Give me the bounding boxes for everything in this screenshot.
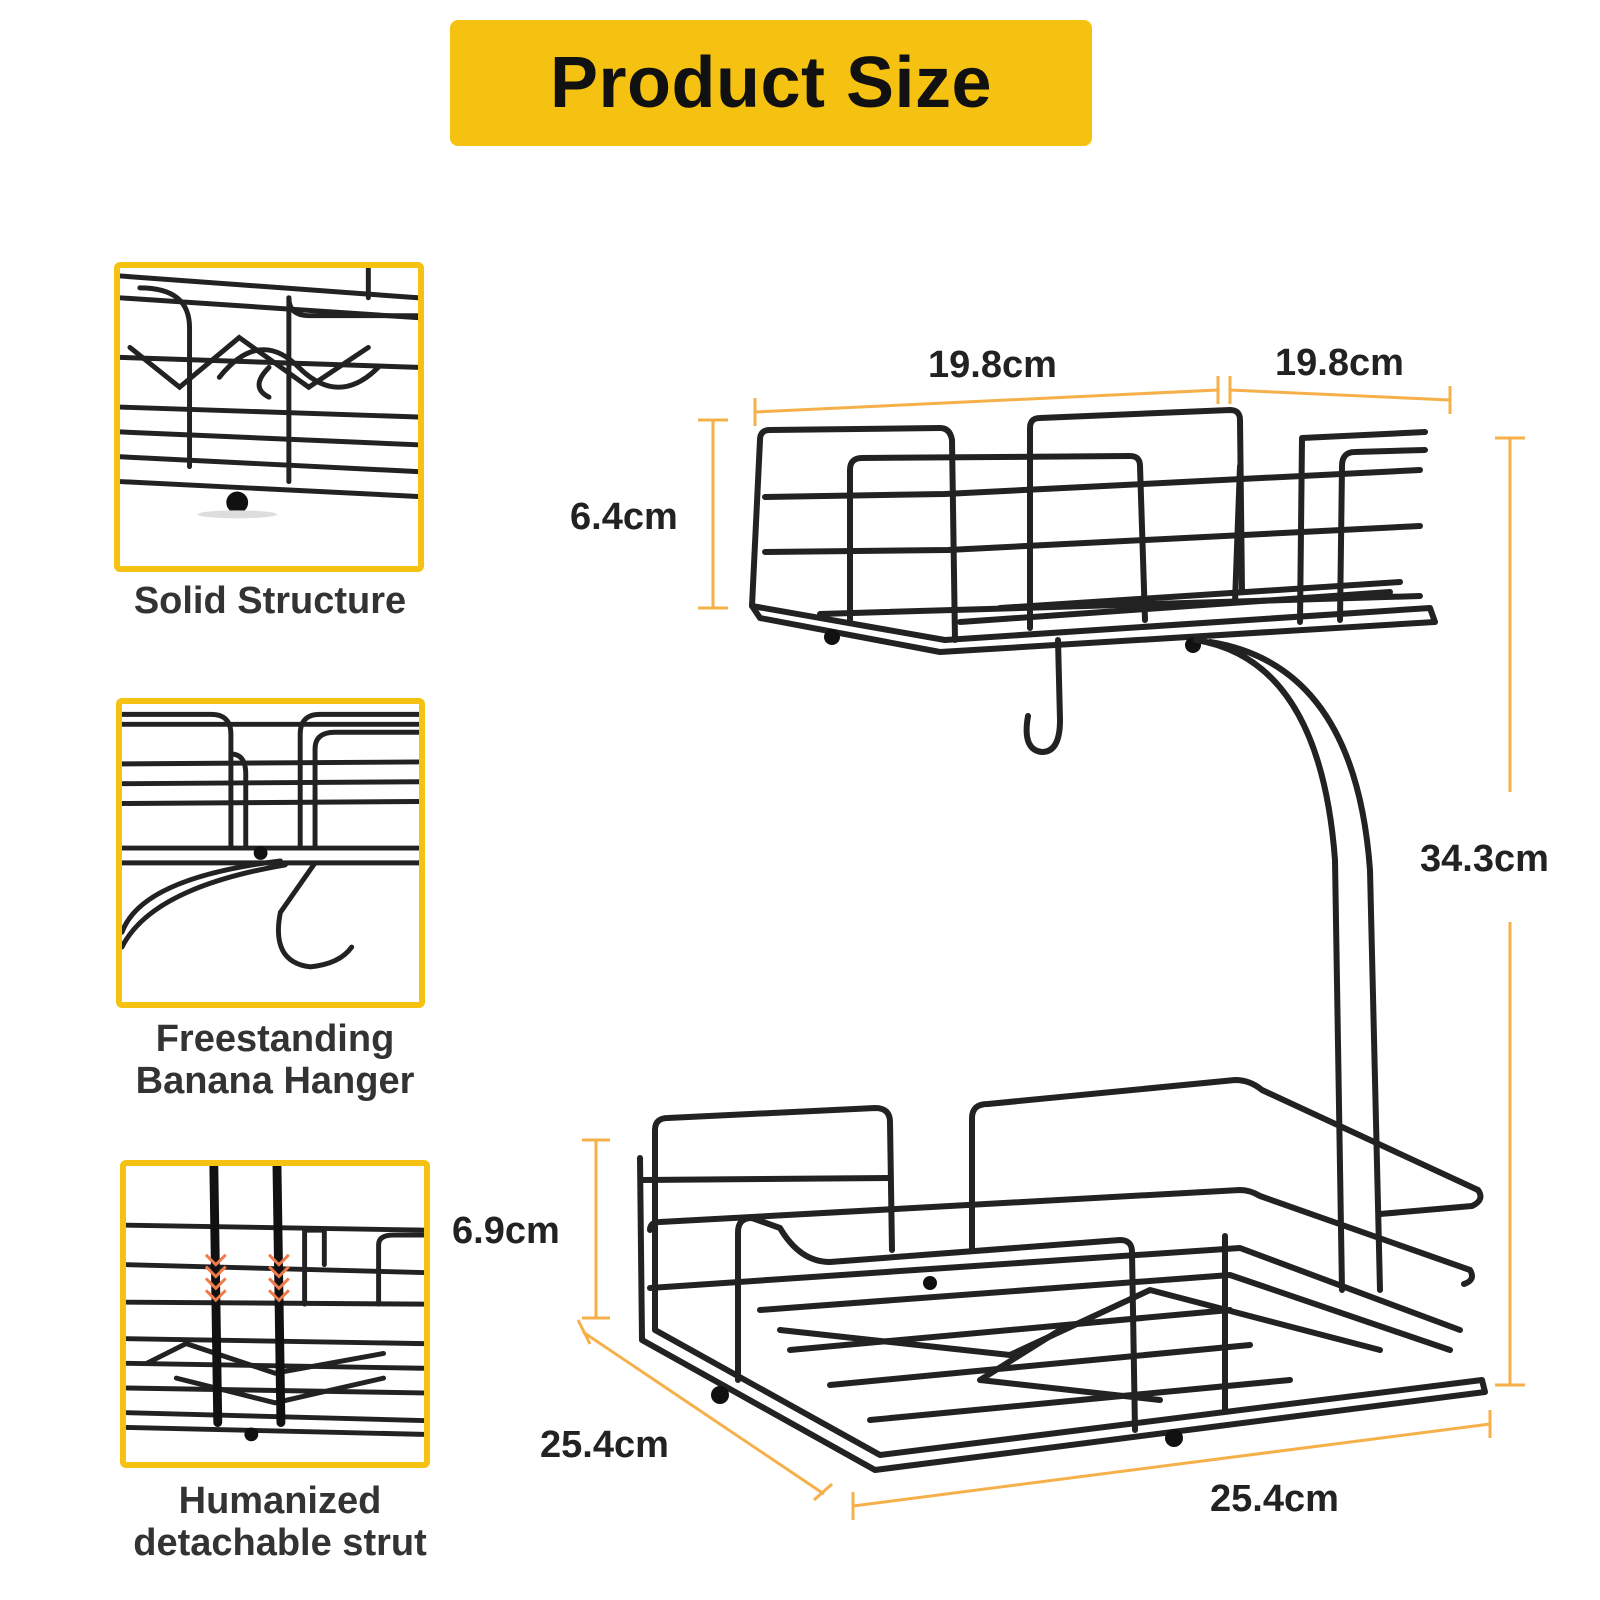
feature-caption-solid-structure: Solid Structure <box>90 580 450 622</box>
feature-caption-text: Solid Structure <box>133 580 407 622</box>
basket-foot <box>1165 1429 1183 1447</box>
basket-foot <box>923 1276 937 1290</box>
hanger-illustration <box>122 711 419 970</box>
feature-image-solid-structure <box>114 262 424 572</box>
feature-image-banana-hanger <box>116 698 425 1008</box>
feature-caption-banana-hanger: Freestanding Banana Hanger <box>90 1018 460 1102</box>
basket-foot <box>824 629 840 645</box>
dimension-bottom-width: 25.4cm <box>1210 1478 1339 1520</box>
dimension-lines <box>576 376 1525 1520</box>
dimension-top-height: 6.4cm <box>570 496 678 538</box>
feature-caption-detachable-strut: Humanized detachable strut <box>90 1480 470 1564</box>
support-strut <box>1193 637 1383 1293</box>
feature-caption-line1: Humanized <box>178 1480 382 1522</box>
dimension-top-depth: 19.8cm <box>1275 342 1404 384</box>
feature-caption-line2: Banana Hanger <box>135 1060 415 1102</box>
dimension-bottom-depth: 25.4cm <box>540 1424 669 1466</box>
top-basket <box>749 407 1438 655</box>
basket-foot <box>711 1386 729 1404</box>
strut-illustration <box>126 1166 424 1442</box>
banana-hook <box>1023 637 1064 756</box>
basket-corner-illustration <box>120 268 418 519</box>
dimension-total-height: 34.3cm <box>1420 838 1549 880</box>
feature-caption-line2: detachable strut <box>133 1522 427 1564</box>
feature-image-detachable-strut <box>120 1160 430 1468</box>
page-title: Product Size <box>549 43 993 123</box>
feature-caption-line1: Freestanding <box>155 1018 395 1060</box>
bottom-basket <box>637 1077 1488 1473</box>
dimension-top-width: 19.8cm <box>928 344 1057 386</box>
title-banner: Product Size <box>450 20 1092 146</box>
dimension-bottom-height: 6.9cm <box>452 1210 560 1252</box>
